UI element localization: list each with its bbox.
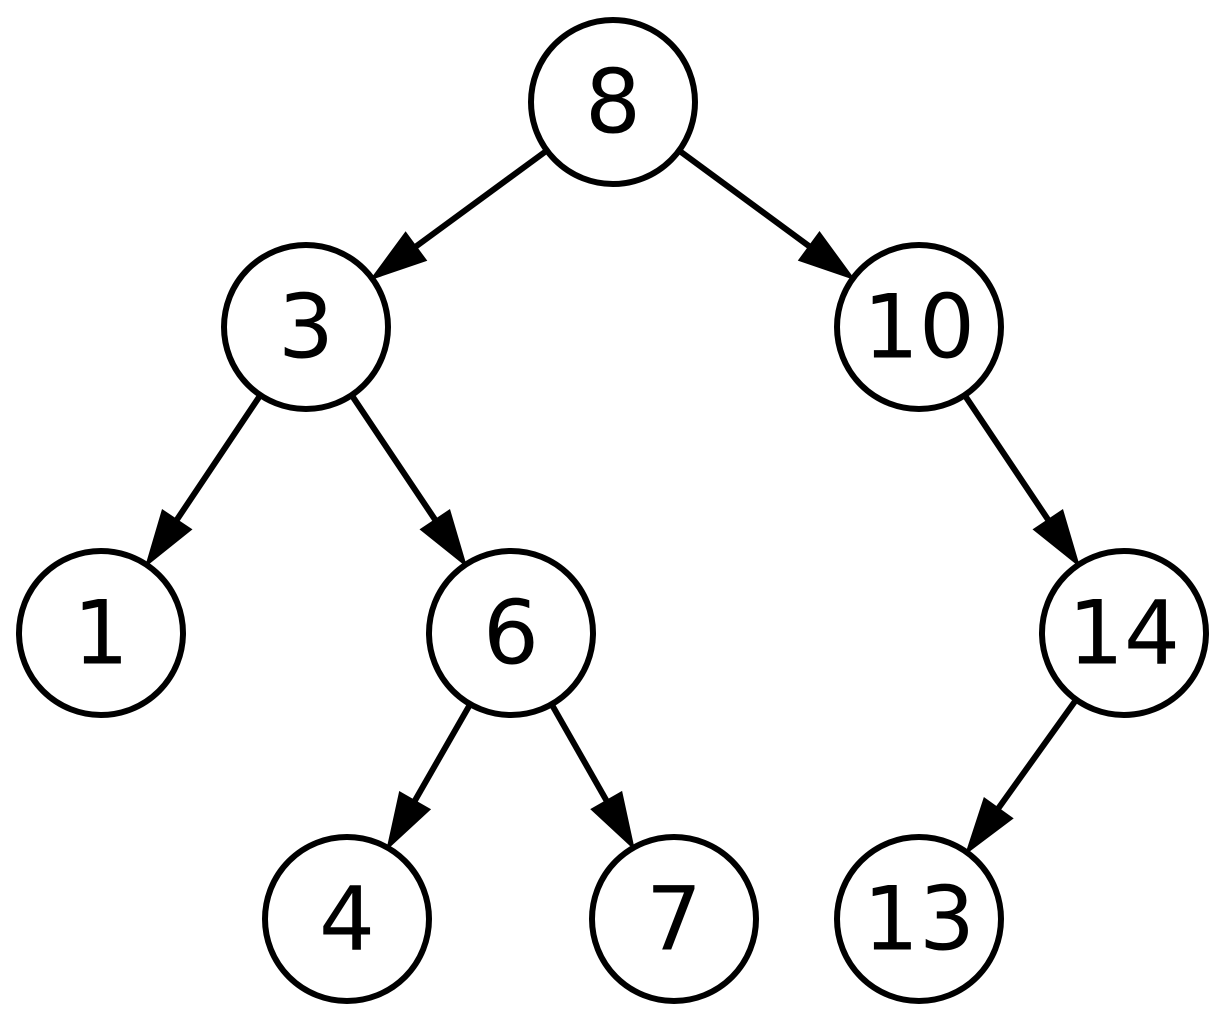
node-circle — [262, 834, 432, 1004]
edge-n6-n7 — [548, 702, 636, 851]
node-label: 10 — [863, 276, 975, 379]
edge-line — [962, 393, 1053, 525]
node-circle — [834, 834, 1004, 1004]
arrowhead-icon — [386, 791, 432, 851]
arrowhead-icon — [369, 231, 428, 281]
node-circle — [426, 548, 596, 718]
node-label: 6 — [483, 582, 539, 685]
edge-line — [677, 148, 815, 252]
node-label: 3 — [278, 276, 334, 379]
node-circle — [1039, 548, 1209, 718]
tree-nodes: 8 3 10 1 6 14 4 7 13 — [16, 17, 1209, 1004]
tree-node-6: 6 — [426, 548, 596, 718]
edge-line — [349, 393, 440, 525]
edge-line — [410, 148, 549, 252]
node-circle — [16, 548, 186, 718]
node-circle — [528, 17, 698, 187]
edge-line — [993, 697, 1079, 814]
tree-node-1: 1 — [16, 548, 186, 718]
edge-n8-n10 — [677, 148, 856, 281]
edge-n14-n13 — [964, 697, 1079, 856]
edge-n8-n3 — [369, 148, 549, 281]
tree-node-10: 10 — [834, 242, 1004, 412]
node-circle — [221, 242, 391, 412]
tree-node-14: 14 — [1039, 548, 1209, 718]
tree-node-7: 7 — [589, 834, 759, 1004]
edge-n3-n6 — [349, 393, 468, 568]
tree-node-4: 4 — [262, 834, 432, 1004]
node-circle — [589, 834, 759, 1004]
arrowhead-icon — [144, 509, 193, 568]
node-label: 14 — [1068, 582, 1180, 685]
edge-line — [172, 393, 263, 525]
tree-node-13: 13 — [834, 834, 1004, 1004]
node-label: 13 — [863, 868, 975, 971]
arrowhead-icon — [964, 796, 1014, 856]
arrowhead-icon — [419, 509, 468, 568]
tree-node-3: 3 — [221, 242, 391, 412]
node-label: 4 — [319, 868, 375, 971]
node-label: 8 — [585, 51, 641, 154]
node-circle — [834, 242, 1004, 412]
tree-edges — [144, 148, 1081, 856]
edge-n10-n14 — [962, 393, 1081, 568]
edge-n3-n1 — [144, 393, 263, 568]
node-label: 7 — [646, 868, 702, 971]
edge-line — [548, 702, 612, 806]
tree-node-8: 8 — [528, 17, 698, 187]
arrowhead-icon — [1032, 509, 1081, 568]
arrowhead-icon — [590, 790, 636, 851]
node-label: 1 — [73, 582, 129, 685]
edge-line — [410, 702, 473, 806]
arrowhead-icon — [797, 231, 856, 281]
edge-n6-n4 — [386, 702, 473, 851]
